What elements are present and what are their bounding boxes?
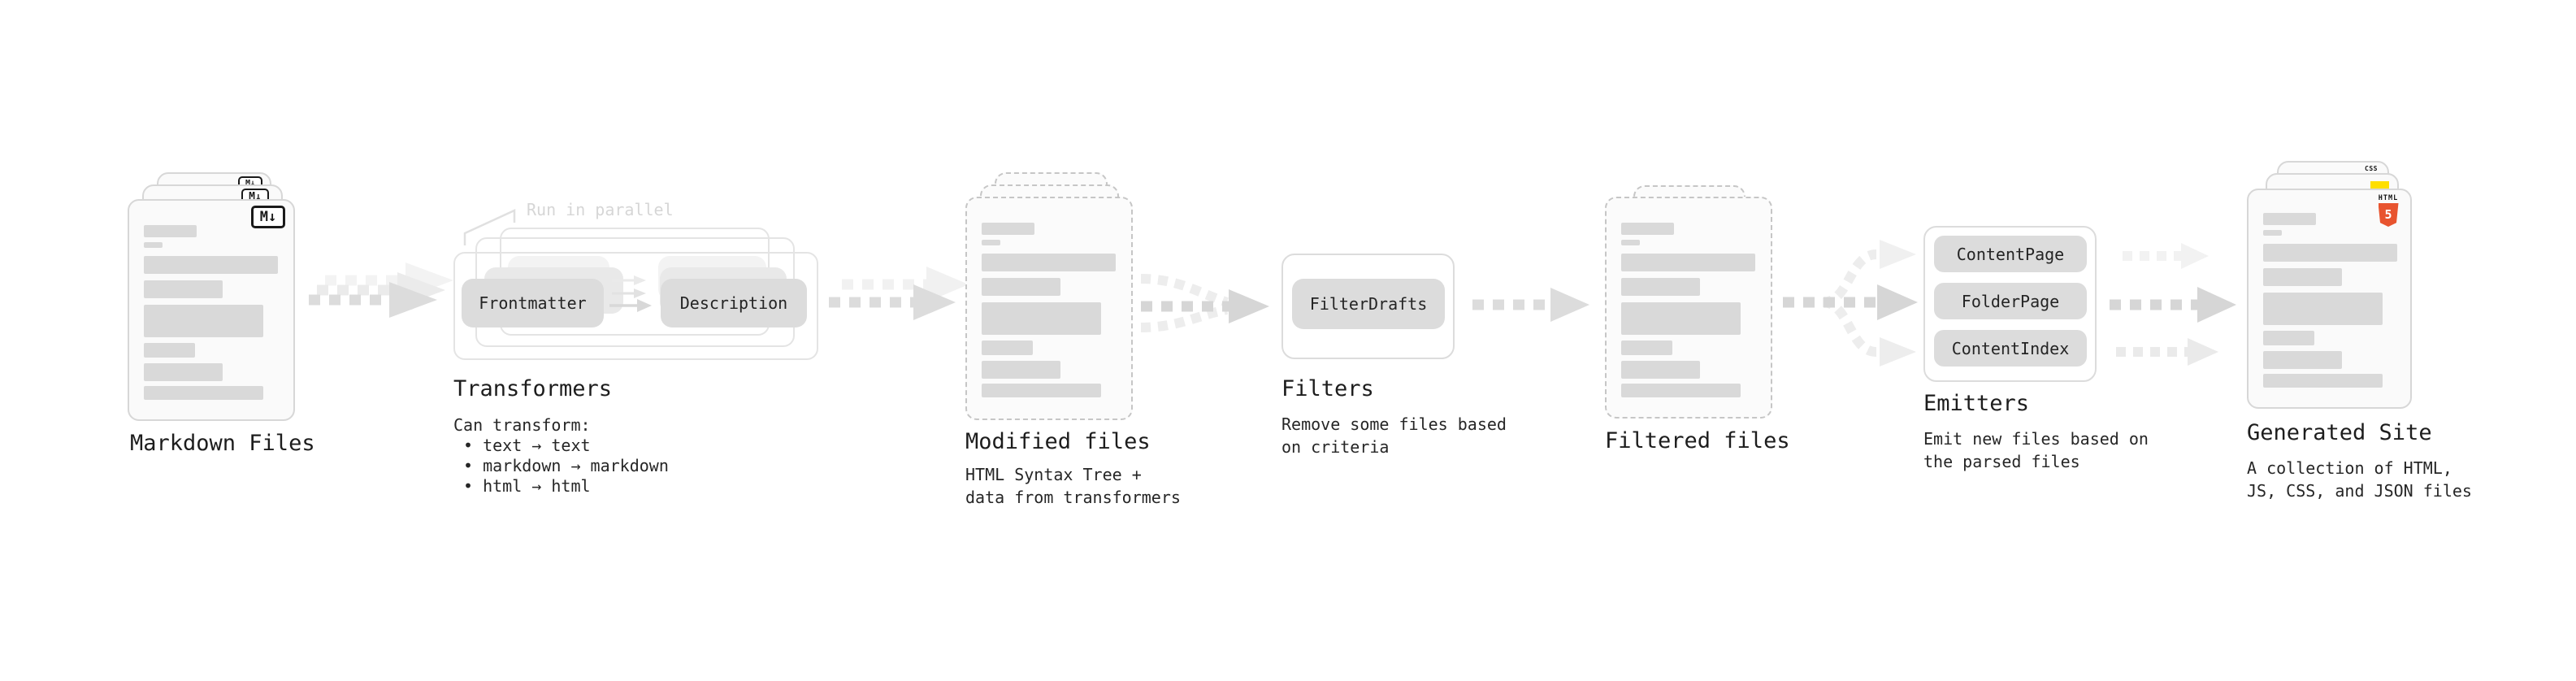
generated-file-card-front: HTML 5 (2247, 189, 2412, 409)
filtered-file-card-front (1605, 197, 1772, 419)
content-page-pill-label: ContentPage (1956, 244, 2065, 264)
caption-line: Can transform: (453, 415, 591, 435)
caption-line: data from transformers (965, 488, 1181, 507)
description-pill: Description (661, 279, 807, 327)
flow-arrow-filters-to-filtered (1472, 288, 1589, 322)
skeleton-bar (1621, 361, 1700, 379)
description-pill-label: Description (679, 293, 788, 313)
skeleton-bar (2263, 293, 2383, 325)
markdown-files-label: Markdown Files (130, 431, 315, 456)
caption-line: • text → text (463, 436, 591, 455)
flow-arrow-transformers-to-modified (829, 267, 969, 320)
transformer-inner-arrows (609, 275, 652, 312)
folder-page-pill-label: FolderPage (1961, 291, 2060, 311)
skeleton-bar (2263, 351, 2342, 369)
skeleton-bar (1621, 340, 1672, 355)
skeleton-bar (144, 256, 278, 274)
modified-file-card-front (965, 197, 1133, 420)
caption-line: the parsed files (1923, 452, 2080, 471)
skeleton-bar (1621, 384, 1741, 397)
css-badge-label: CSS (2365, 165, 2378, 172)
caption-line: on criteria (1281, 437, 1390, 457)
html5-number: 5 (2384, 207, 2392, 222)
skeleton-bar (144, 225, 197, 237)
generated-site-label: Generated Site (2247, 420, 2432, 445)
filtered-files-label: Filtered files (1605, 428, 1790, 453)
emitters-caption: Emit new files based on the parsed files (1923, 427, 2149, 473)
flow-arrow-modified-to-filters (1140, 274, 1269, 332)
skeleton-bar (982, 240, 1000, 245)
html5-icon: HTML 5 (2376, 194, 2400, 227)
skeleton-bar (144, 386, 263, 400)
markdown-file-card-front: M↓ (128, 199, 295, 421)
skeleton-bar (144, 343, 195, 358)
content-index-pill-label: ContentIndex (1951, 338, 2070, 358)
js-file-icon (2370, 181, 2389, 190)
filter-drafts-pill-label: FilterDrafts (1309, 294, 1428, 314)
skeleton-bar (2263, 230, 2282, 236)
html5-badge-label: HTML (2378, 194, 2399, 202)
skeleton-bar (982, 361, 1060, 379)
skeleton-bar (982, 384, 1101, 397)
skeleton-bar (982, 223, 1034, 235)
caption-line: JS, CSS, and JSON files (2247, 481, 2472, 501)
caption-line: • markdown → markdown (463, 456, 669, 475)
emitters-label: Emitters (1923, 391, 2030, 416)
skeleton-bar (1621, 223, 1674, 235)
skeleton-bar (1621, 254, 1755, 271)
skeleton-bar (144, 363, 223, 381)
run-in-parallel-annotation: Run in parallel (527, 200, 674, 219)
skeleton-bar (982, 278, 1060, 296)
caption-line: Remove some files based (1281, 414, 1507, 434)
modified-files-caption: HTML Syntax Tree + data from transformer… (965, 463, 1181, 509)
filters-caption: Remove some files based on criteria (1281, 413, 1507, 458)
caption-line: Emit new files based on (1923, 429, 2149, 449)
generated-site-caption: A collection of HTML, JS, CSS, and JSON … (2247, 457, 2472, 502)
skeleton-bar (1621, 302, 1741, 335)
markdown-icon: M↓ (251, 206, 285, 228)
run-in-parallel-leader-line (463, 209, 516, 245)
skeleton-bar (1621, 240, 1640, 245)
flow-arrow-markdown-to-transformers (309, 262, 453, 318)
content-page-pill: ContentPage (1934, 236, 2087, 272)
skeleton-bar (144, 305, 263, 337)
skeleton-bar (2263, 213, 2316, 225)
skeleton-bar (982, 302, 1101, 335)
skeleton-bar (982, 254, 1116, 271)
content-index-pill: ContentIndex (1934, 330, 2087, 367)
folder-page-pill: FolderPage (1934, 283, 2087, 319)
skeleton-bar (1621, 278, 1700, 296)
html5-shield: 5 (2378, 203, 2399, 227)
skeleton-bar (2263, 331, 2314, 345)
modified-files-label: Modified files (965, 429, 1151, 454)
skeleton-bar (982, 340, 1033, 355)
flow-arrow-emitters-to-generated (2110, 243, 2236, 366)
caption-line: HTML Syntax Tree + (965, 465, 1142, 484)
frontmatter-pill-label: Frontmatter (479, 293, 587, 313)
skeleton-bar (2263, 374, 2383, 388)
transformers-caption: Can transform: • text → text • markdown … (453, 415, 669, 497)
caption-line: A collection of HTML, (2247, 458, 2452, 478)
caption-line: • html → html (463, 476, 591, 496)
transformers-label: Transformers (453, 376, 613, 401)
transformer-box-front (453, 252, 818, 360)
skeleton-bar (144, 242, 163, 248)
skeleton-bar (144, 280, 223, 298)
filter-drafts-pill: FilterDrafts (1292, 279, 1445, 329)
skeleton-bar (2263, 244, 2397, 262)
frontmatter-pill: Frontmatter (462, 279, 604, 327)
skeleton-bar (2263, 268, 2342, 286)
filters-label: Filters (1281, 376, 1374, 401)
flow-arrow-filtered-to-emitters (1783, 240, 1918, 367)
